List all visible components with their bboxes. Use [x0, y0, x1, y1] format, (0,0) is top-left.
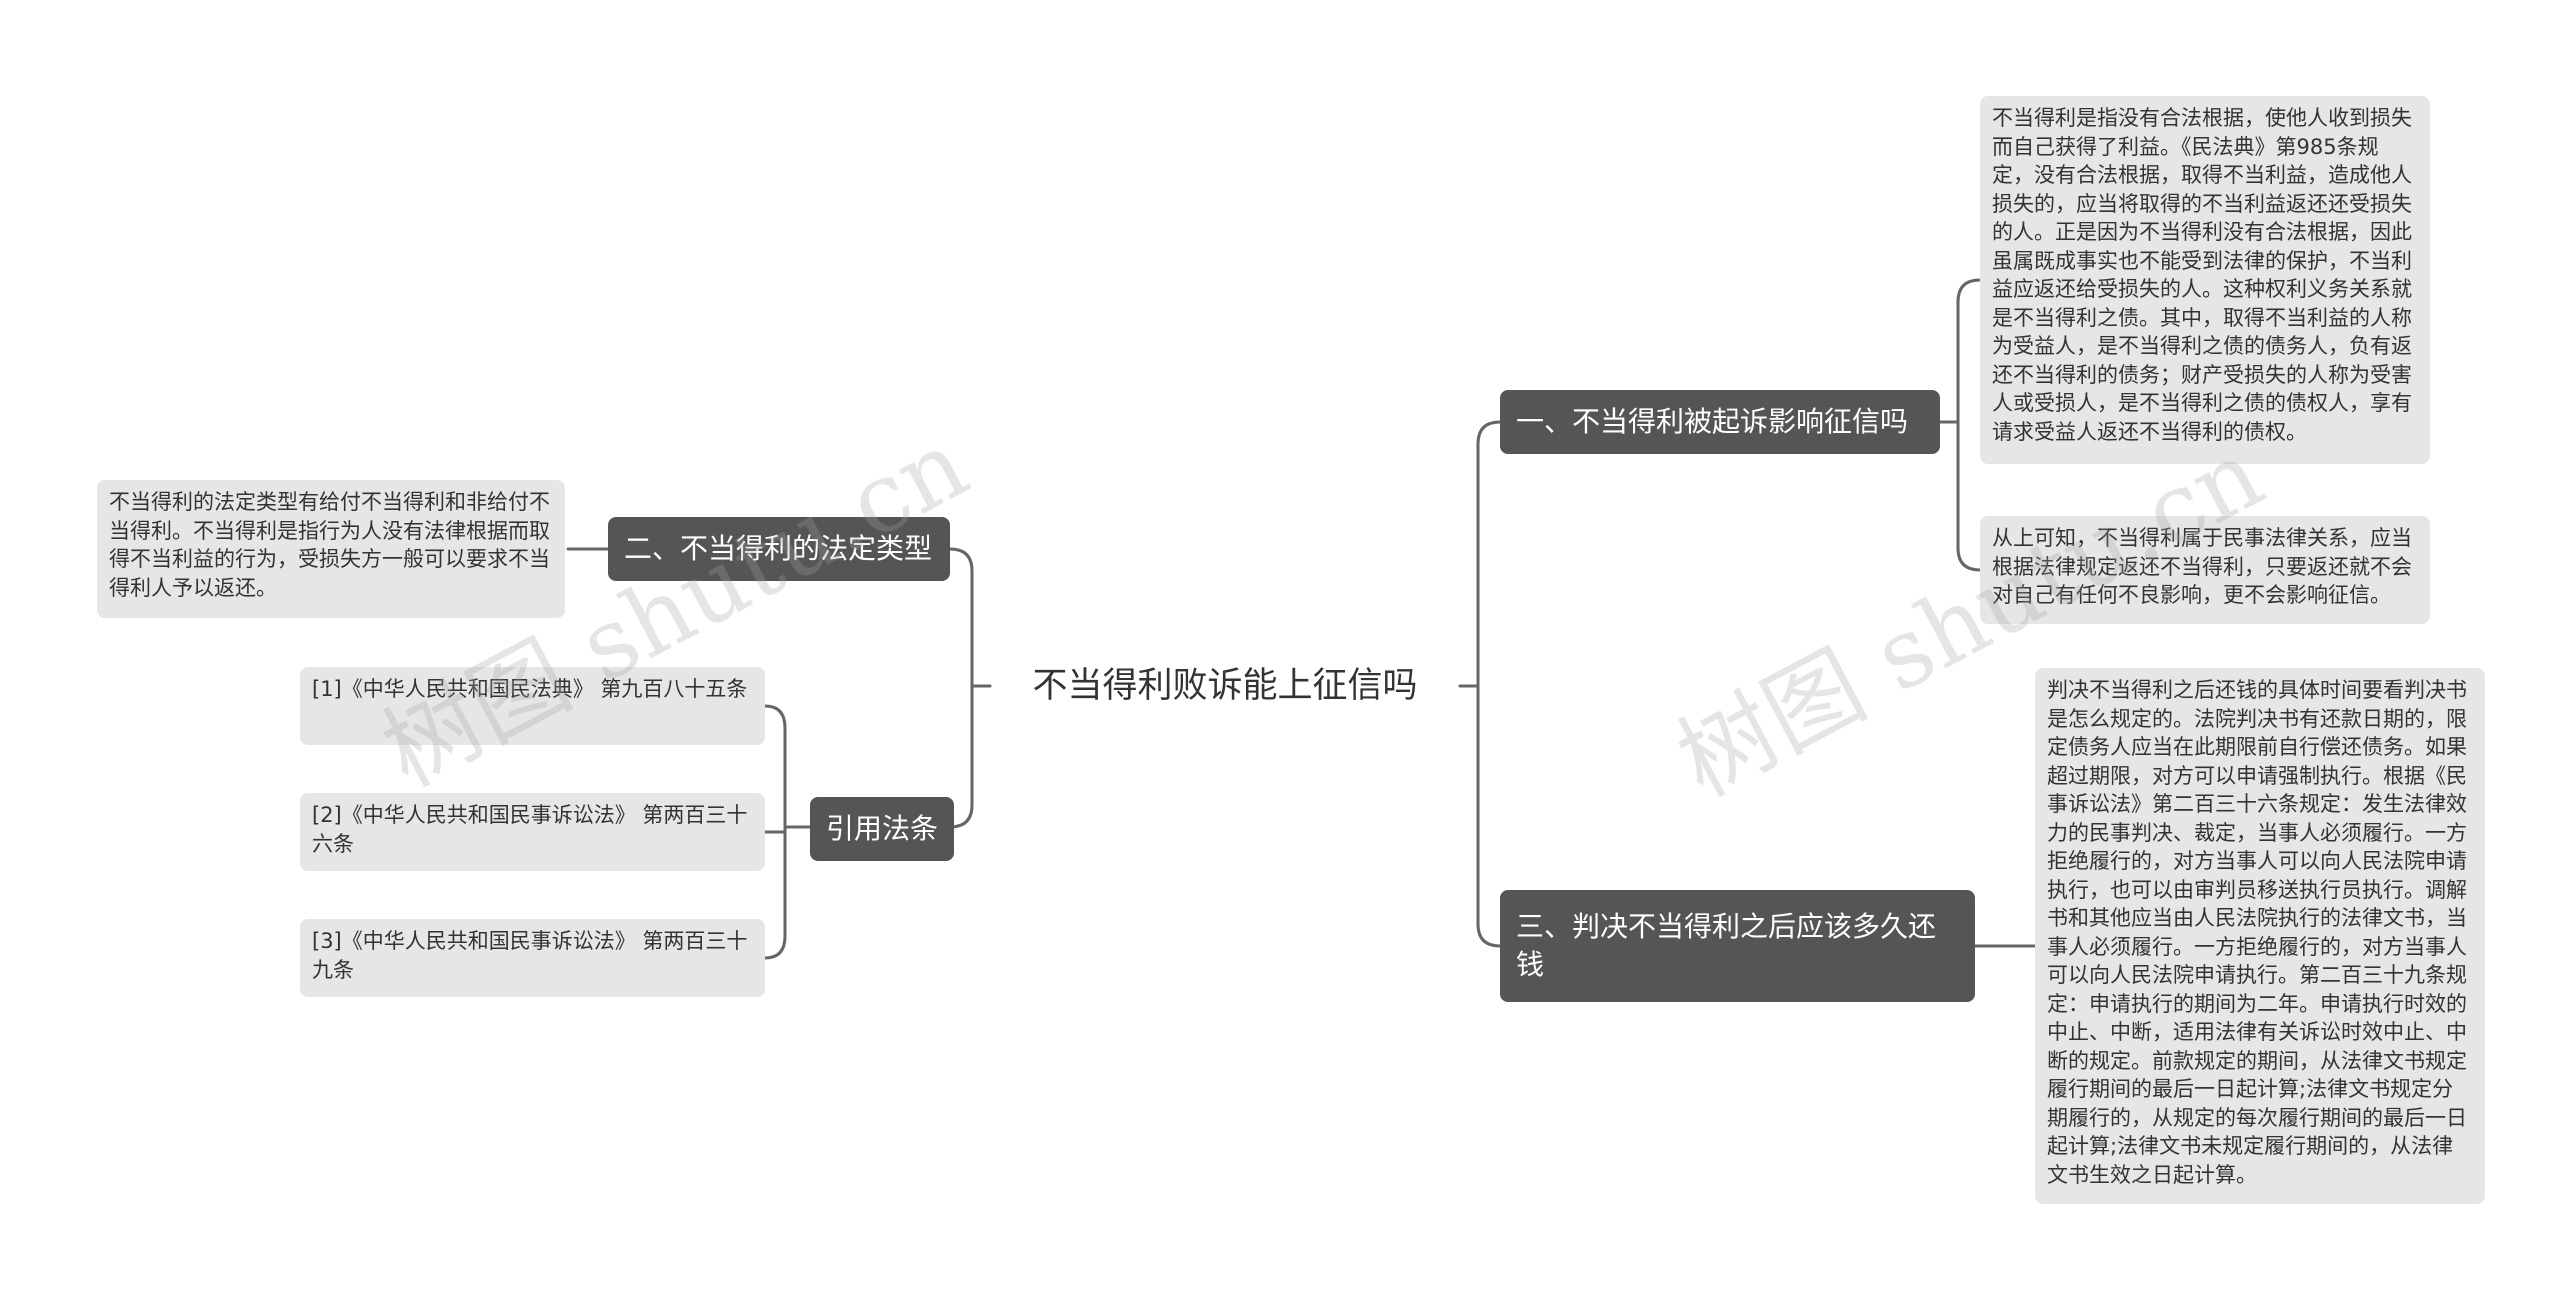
connector-right-trunk [1476, 420, 1502, 948]
leaf-definition[interactable]: 不当得利是指没有合法根据，使他人收到损失而自己获得了利益。《民法典》第985条规… [1980, 96, 2430, 464]
leaf-citation-1[interactable]: [1]《中华人民共和国民法典》 第九百八十五条 [300, 667, 765, 745]
leaf-citation-2[interactable]: [2]《中华人民共和国民事诉讼法》 第两百三十六条 [300, 793, 765, 871]
root-topic[interactable]: 不当得利败诉能上征信吗 [1032, 666, 1418, 706]
leaf-legal-types-detail[interactable]: 不当得利的法定类型有给付不当得利和非给付不当得利。不当得利是指行为人没有法律根据… [97, 480, 565, 618]
leaf-repay-detail[interactable]: 判决不当得利之后还钱的具体时间要看判决书是怎么规定的。法院判决书有还款日期的，限… [2035, 668, 2485, 1204]
leaf-citation-3[interactable]: [3]《中华人民共和国民事诉讼法》 第两百三十九条 [300, 919, 765, 997]
connector-b1-leaves [1938, 278, 1982, 572]
branch-cited-laws[interactable]: 引用法条 [810, 797, 954, 861]
branch-legal-types[interactable]: 二、不当得利的法定类型 [608, 517, 950, 581]
branch-credit-impact[interactable]: 一、不当得利被起诉影响征信吗 [1500, 390, 1940, 454]
leaf-no-credit-impact[interactable]: 从上可知，不当得利属于民事法律关系，应当根据法律规定返还不当得利，只要返还就不会… [1980, 516, 2430, 624]
branch-repay-time[interactable]: 三、判决不当得利之后应该多久还钱 [1500, 890, 1975, 1002]
connector-b4-leaves [763, 704, 812, 960]
connector-left-trunk [948, 547, 974, 829]
